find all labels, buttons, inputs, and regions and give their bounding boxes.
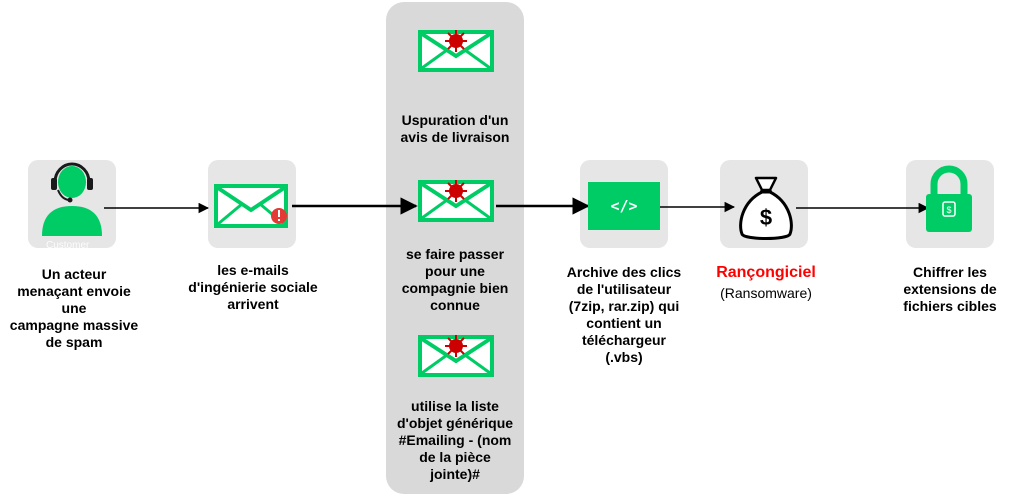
panel-item-3-label: utilise la liste d'objet générique #Emai…: [396, 398, 514, 482]
infected-mail-icon: [418, 335, 494, 377]
lock-icon: $: [926, 165, 972, 232]
ransom-subtitle: (Ransomware): [720, 285, 812, 301]
svg-text:$: $: [760, 205, 772, 230]
phishing-variants-panel: [386, 2, 524, 494]
mail-alert-icon: [214, 184, 288, 228]
emails-label: les e-mails d'ingénierie sociale arriven…: [188, 262, 318, 312]
money-bag-icon: $: [739, 176, 793, 240]
infected-mail-icon: [418, 30, 494, 72]
ransom-title: Rançongiciel: [716, 264, 816, 281]
code-icon: </>: [588, 182, 660, 230]
actor-label: Un acteur menaçant envoie une campagne m…: [9, 266, 139, 350]
encrypt-label: Chiffrer les extensions de fichiers cibl…: [903, 264, 997, 314]
archive-label: Archive des clics de l'utilisateur (7zip…: [566, 264, 682, 365]
actor-watermark: Customer: [46, 240, 90, 251]
infected-mail-icon: [418, 180, 494, 222]
panel-item-2-label: se faire passer pour une compagnie bien …: [401, 246, 509, 313]
panel-item-1-label: Uspuration d'un avis de livraison: [400, 112, 510, 145]
support-agent-icon: [42, 162, 102, 236]
code-icon-text: </>: [610, 197, 638, 215]
svg-text:$: $: [946, 205, 951, 215]
